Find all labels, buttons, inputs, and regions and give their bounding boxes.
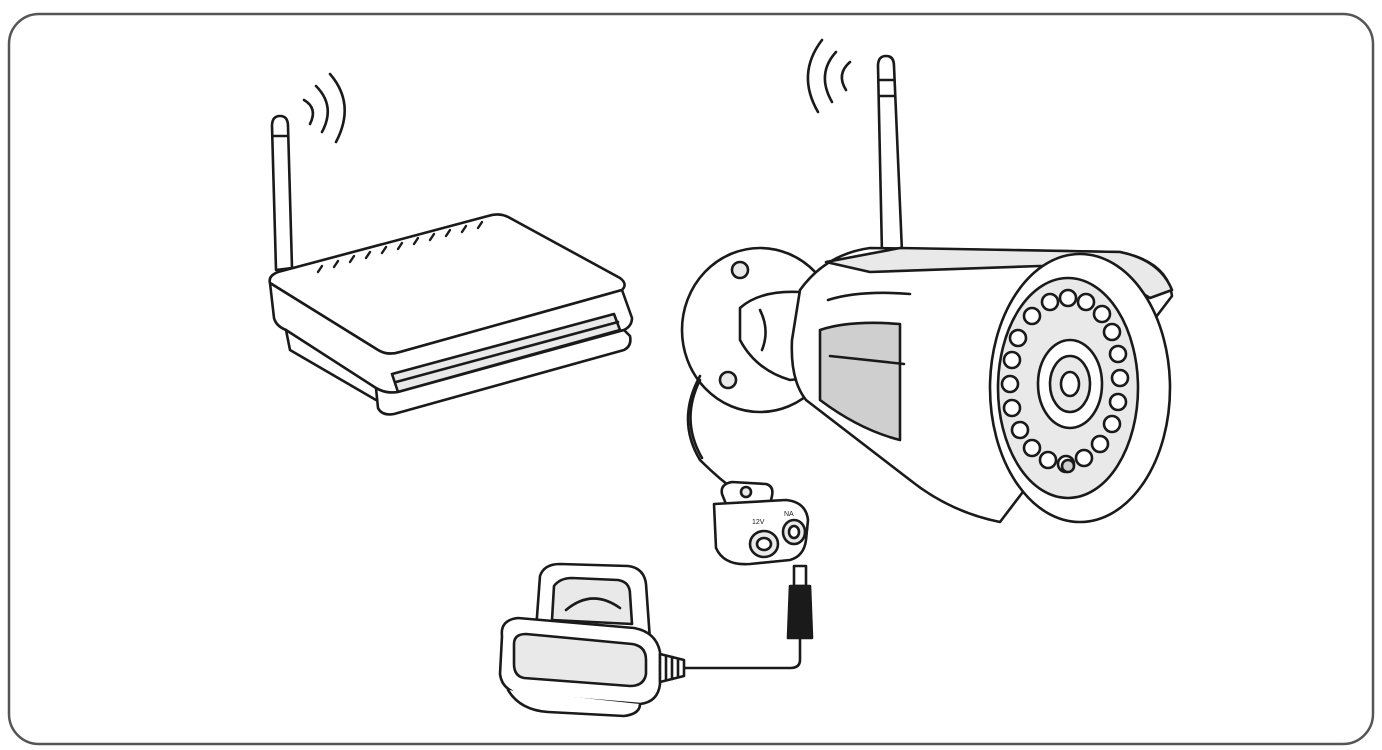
router-icon (268, 114, 634, 416)
port-label-na: NA (784, 511, 794, 518)
camera-signal-icon (806, 38, 852, 114)
port-label-12v: 12V (752, 519, 765, 526)
dc-plug-icon (786, 564, 814, 640)
diagram-frame (7, 12, 1375, 746)
bullet-camera-icon (680, 54, 1174, 524)
dc-splitter-icon: 12V NA (712, 480, 810, 566)
router-signal-icon (302, 72, 346, 144)
power-adapter-icon (498, 562, 686, 718)
router-leds (316, 220, 484, 274)
ir-led-ring (1000, 288, 1130, 474)
adapter-cable (682, 636, 802, 670)
